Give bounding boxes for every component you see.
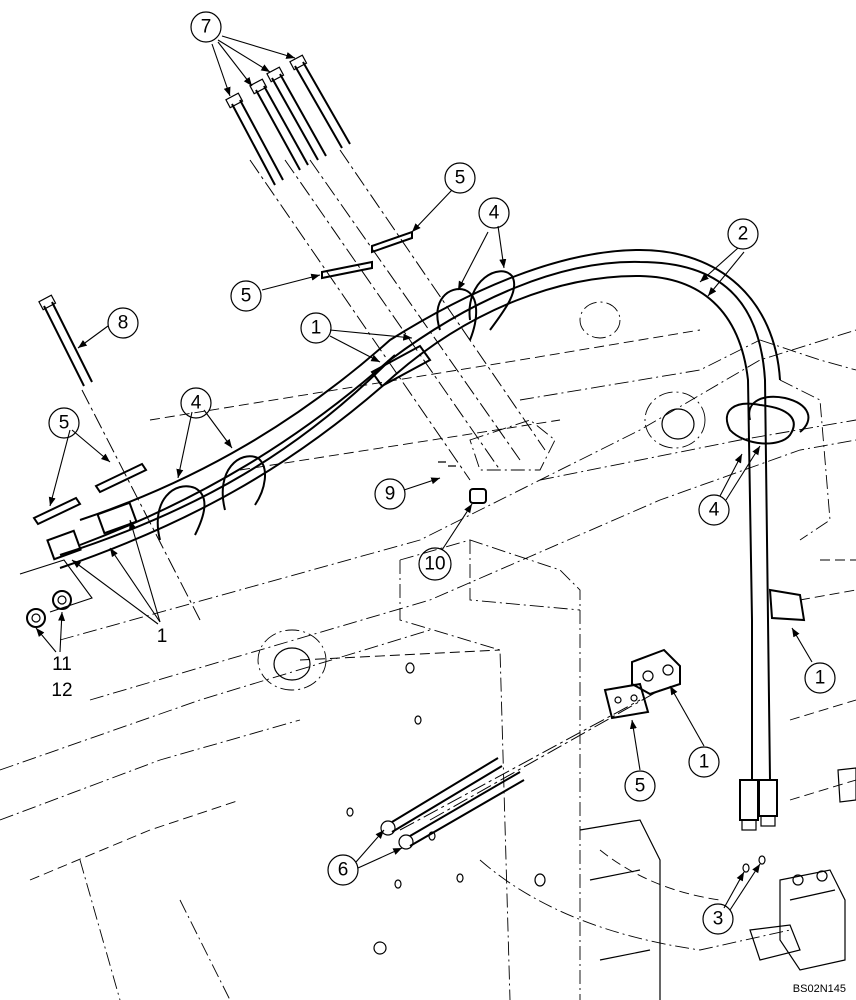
label-11: 11 (52, 654, 72, 675)
svg-text:4: 4 (709, 500, 720, 521)
phantom-machine-outline (0, 301, 856, 1000)
svg-text:5: 5 (635, 776, 646, 797)
long-bolts (38, 54, 525, 850)
callout-6: 6 (327, 854, 359, 886)
nuts-and-washers (26, 461, 766, 873)
svg-text:3: 3 (713, 909, 724, 930)
hydraulic-hoses (46, 248, 781, 831)
callout-3: 3 (702, 903, 734, 935)
callout-1-right: 1 (804, 662, 836, 694)
plain-labels: 1 11 12 (51, 626, 167, 701)
label-12: 12 (51, 680, 72, 701)
svg-text:4: 4 (191, 393, 202, 414)
callout-8: 8 (107, 307, 139, 339)
callout-5-mid: 5 (230, 280, 262, 312)
svg-text:9: 9 (385, 484, 396, 505)
callout-9: 9 (374, 478, 406, 510)
callout-5-top: 5 (444, 162, 476, 194)
svg-text:10: 10 (424, 554, 445, 575)
svg-text:5: 5 (241, 286, 252, 307)
svg-text:2: 2 (738, 224, 749, 245)
svg-text:8: 8 (118, 313, 129, 334)
svg-text:1: 1 (311, 318, 322, 339)
label-1-left: 1 (157, 626, 168, 647)
leader-lines (19, 35, 813, 911)
svg-text:5: 5 (59, 413, 70, 434)
callout-2: 2 (727, 218, 759, 250)
clamp-plates (32, 230, 413, 526)
callout-4-right: 4 (698, 494, 730, 526)
svg-text:6: 6 (338, 860, 349, 881)
drawing-code: BS02N145 (793, 983, 846, 995)
svg-text:1: 1 (815, 668, 826, 689)
hose-clamps (370, 344, 806, 720)
callout-4-top: 4 (478, 197, 510, 229)
loop-straps (156, 270, 810, 541)
callout-1-lower: 1 (688, 746, 720, 778)
callout-bubbles: 7 5 4 2 5 8 1 5 (48, 11, 836, 935)
callout-7: 7 (190, 11, 222, 43)
svg-text:1: 1 (699, 752, 710, 773)
svg-text:5: 5 (455, 168, 466, 189)
callout-5-left: 5 (48, 407, 80, 439)
assembly-centerlines (81, 149, 661, 831)
callout-4-left: 4 (180, 387, 212, 419)
callout-1-top: 1 (300, 312, 332, 344)
svg-text:4: 4 (489, 203, 500, 224)
callout-10: 10 (418, 547, 452, 581)
svg-text:7: 7 (201, 17, 212, 38)
callout-5-lower: 5 (624, 770, 656, 802)
